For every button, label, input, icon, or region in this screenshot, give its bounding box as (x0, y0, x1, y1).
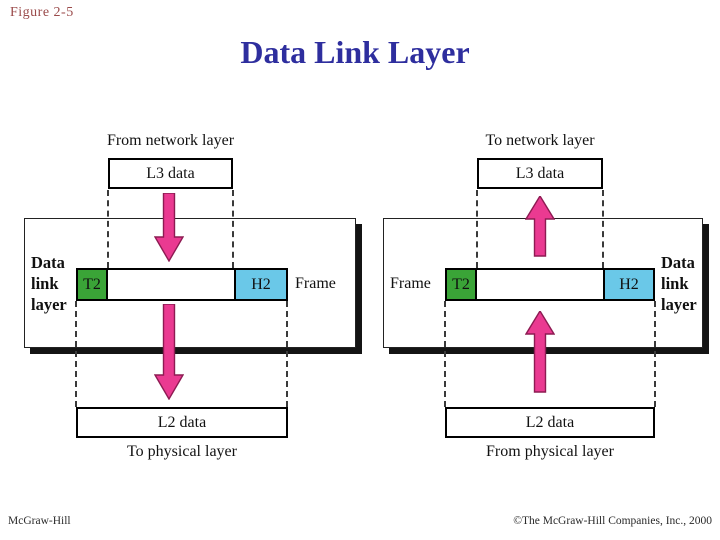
dashed-line (476, 190, 478, 268)
dashed-line (286, 301, 288, 407)
header-h2-label: H2 (251, 275, 271, 293)
frame-payload-cell (477, 270, 603, 299)
l2-data-box: L2 data (445, 407, 655, 438)
dashed-line (75, 301, 77, 407)
frame-payload-cell (108, 270, 234, 299)
down-arrow-icon (154, 304, 184, 400)
up-arrow-icon (525, 196, 555, 257)
from-physical-layer-label: From physical layer (486, 443, 614, 460)
brand-footer: McGraw-Hill (8, 515, 71, 527)
header-h2-label: H2 (619, 275, 639, 293)
copyright-footer: ©The McGraw-Hill Companies, Inc., 2000 (513, 515, 712, 527)
figure-label: Figure 2-5 (10, 5, 74, 20)
frame-bar: T2 H2 (445, 268, 655, 301)
l2-data-label: L2 data (525, 413, 575, 431)
dashed-line (602, 190, 604, 268)
to-network-layer-label: To network layer (485, 132, 595, 149)
l3-data-box: L3 data (108, 158, 233, 189)
trailer-t2-label: T2 (452, 275, 470, 293)
trailer-t2-label: T2 (83, 275, 101, 293)
l2-data-label: L2 data (157, 413, 207, 431)
data-link-layer-side-label: Data link layer (31, 253, 67, 314)
dashed-line (444, 301, 446, 407)
l2-data-box: L2 data (76, 407, 288, 438)
to-physical-layer-label: To physical layer (127, 443, 237, 460)
l3-data-box: L3 data (477, 158, 603, 189)
dashed-line (232, 190, 234, 268)
from-network-layer-label: From network layer (106, 132, 235, 149)
down-arrow-icon (154, 193, 184, 262)
trailer-t2-cell: T2 (447, 270, 477, 299)
header-h2-cell: H2 (603, 270, 653, 299)
data-link-layer-side-label: Data link layer (661, 253, 697, 314)
frame-bar: T2 H2 (76, 268, 288, 301)
l3-data-label: L3 data (146, 164, 195, 182)
dashed-line (107, 190, 109, 268)
dashed-line (654, 301, 656, 407)
frame-label: Frame (390, 275, 431, 292)
frame-label: Frame (295, 275, 336, 292)
up-arrow-icon (525, 311, 555, 393)
l3-data-label: L3 data (515, 164, 565, 182)
trailer-t2-cell: T2 (78, 270, 108, 299)
page-title: Data Link Layer (240, 34, 470, 70)
header-h2-cell: H2 (234, 270, 286, 299)
